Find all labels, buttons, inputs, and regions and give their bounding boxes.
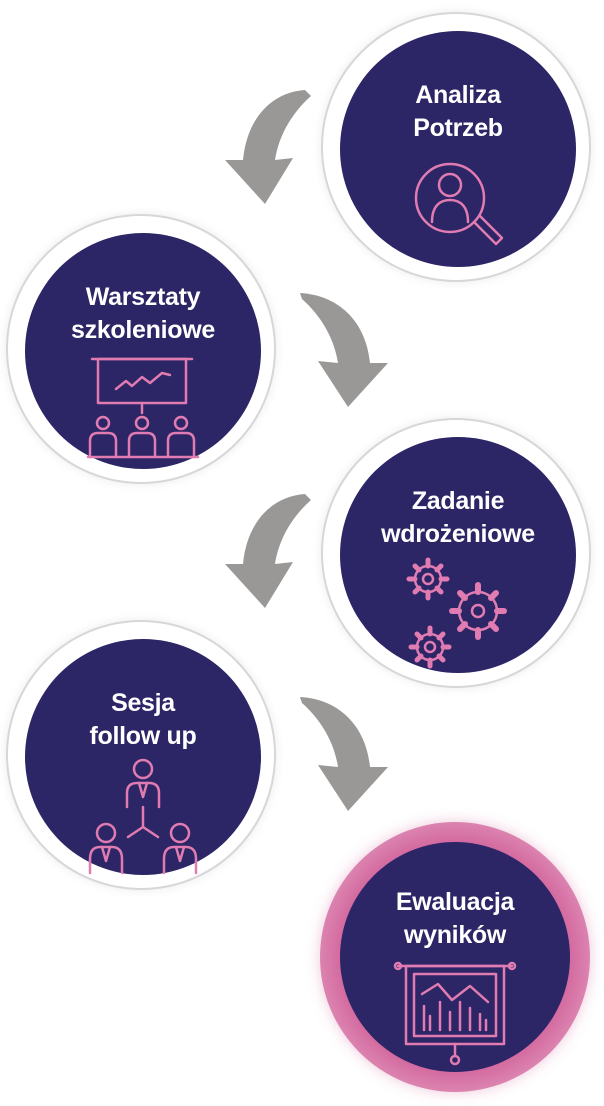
step-disc: Zadanie wdrożeniowe	[340, 437, 576, 673]
step-label: Zadanie wdrożeniowe	[381, 487, 535, 548]
chart-board-icon	[393, 961, 517, 1066]
step-sesja-follow-up: Sesja follow up	[6, 620, 276, 890]
arrow-3-icon	[225, 494, 311, 608]
step-disc: Sesja follow up	[25, 639, 261, 875]
gears-icon	[406, 557, 507, 669]
step-disc: Warsztaty szkoleniowe	[25, 233, 261, 469]
step-disc: Analiza Potrzeb	[340, 31, 576, 267]
step-label: Warsztaty szkoleniowe	[71, 283, 215, 344]
arrow-4-icon	[300, 697, 388, 811]
step-disc: Ewaluacja wyników	[340, 842, 570, 1072]
step-zadanie-wdrozeniowe: Zadanie wdrożeniowe	[321, 418, 591, 688]
team-hierarchy-icon	[88, 758, 198, 875]
arrow-2-icon	[300, 293, 388, 407]
step-ewaluacja-wynikow: Ewaluacja wyników	[320, 822, 590, 1092]
presentation-audience-icon	[86, 357, 200, 459]
arrow-1-icon	[225, 90, 311, 204]
step-warsztaty-szkoleniowe: Warsztaty szkoleniowe	[6, 214, 276, 484]
person-search-icon	[414, 162, 504, 246]
step-label: Ewaluacja wyników	[395, 888, 515, 949]
step-label: Sesja follow up	[89, 689, 197, 750]
step-analiza-potrzeb: Analiza Potrzeb	[321, 12, 591, 282]
step-label: Analiza Potrzeb	[413, 81, 503, 142]
